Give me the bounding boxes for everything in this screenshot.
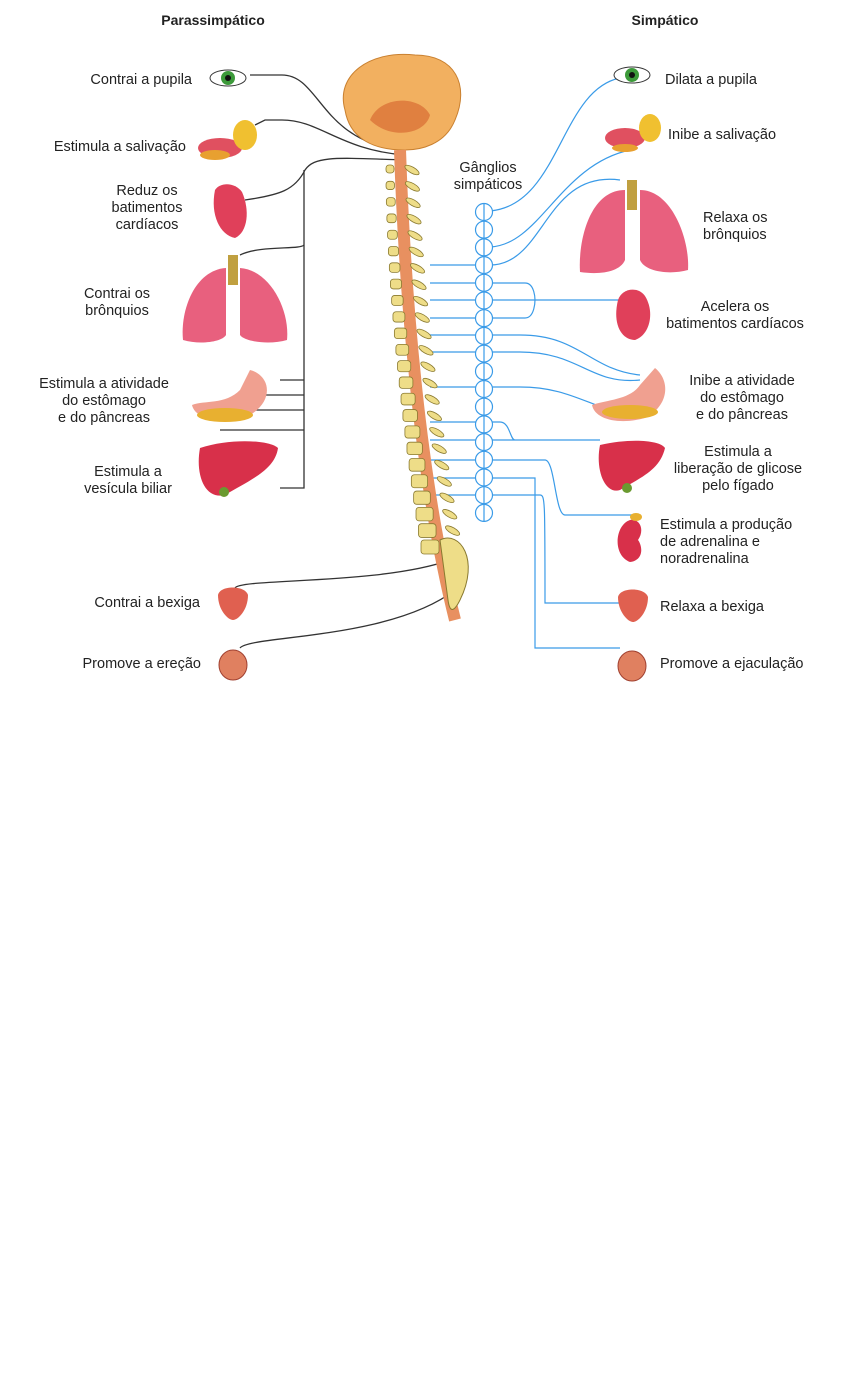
- vertebra: [385, 180, 395, 190]
- vertebral-process: [405, 197, 421, 208]
- vertebral-process: [407, 230, 423, 241]
- vertebral-process: [420, 361, 436, 372]
- vertebral-process: [411, 279, 427, 290]
- symp-label-bladder: Relaxa a bexiga: [660, 599, 764, 615]
- eye-icon-left: [209, 69, 247, 87]
- sympathetic-title: Simpático: [631, 12, 699, 28]
- symp-label-pupil: Dilata a pupila: [665, 72, 757, 88]
- sympathetic-ganglia-chain: [474, 202, 494, 523]
- vertebra: [398, 376, 414, 389]
- vertebra: [402, 409, 418, 422]
- vertebra: [393, 327, 408, 340]
- vertebra: [406, 441, 423, 456]
- vertebral-process: [410, 263, 426, 274]
- para-label-erection: Promove a ereção: [82, 656, 201, 672]
- vertebral-process: [404, 164, 420, 176]
- vertebra: [420, 539, 440, 555]
- vertebra: [391, 295, 404, 306]
- parasympathetic-nerves: [220, 74, 456, 649]
- vertebra: [385, 197, 396, 207]
- vertebral-process: [422, 377, 438, 389]
- vertebral-process: [404, 181, 420, 192]
- vertebral-process: [429, 427, 445, 438]
- heart-icon-left: [213, 184, 247, 238]
- vertebra: [400, 392, 416, 406]
- spinal-cord: [394, 149, 461, 622]
- heart-icon-right: [616, 289, 651, 340]
- para-label-pupil: Contrai a pupila: [90, 72, 192, 88]
- vertebra: [397, 360, 412, 373]
- salivary-glands-icon-left: [198, 120, 257, 160]
- vertebral-process: [439, 492, 455, 503]
- kidney-adrenal-icon-right: [617, 513, 642, 562]
- genitals-icon-right: [617, 650, 647, 682]
- vertebral-process: [426, 410, 442, 422]
- sacrum: [439, 537, 469, 610]
- vertebra: [410, 474, 428, 489]
- symp-label-salivation: Inibe a salivação: [668, 127, 777, 143]
- vertebra: [388, 262, 401, 273]
- bladder-icon-right: [618, 589, 648, 622]
- vertebral-process: [418, 345, 434, 356]
- vertebra: [395, 343, 410, 356]
- vertebral-process: [413, 295, 429, 307]
- vertebral-process: [436, 476, 452, 487]
- vertebra: [408, 458, 426, 472]
- stomach-pancreas-icon-left: [192, 370, 267, 422]
- brain: [342, 53, 462, 151]
- vertebra: [404, 425, 421, 439]
- vertebral-process: [431, 443, 447, 454]
- vertebra: [386, 213, 397, 224]
- vertebra: [387, 229, 398, 240]
- diagram-artwork: [182, 53, 689, 682]
- vertebra: [413, 490, 431, 505]
- genitals-icon-left: [218, 649, 248, 681]
- vertebral-column: [385, 164, 463, 555]
- vertebra: [415, 506, 434, 522]
- vertebral-process: [442, 509, 458, 520]
- vertebral-process: [406, 214, 422, 225]
- vertebral-process: [408, 246, 424, 258]
- liver-icon-left: [198, 441, 278, 497]
- lungs-icon-left: [182, 255, 288, 343]
- symp-label-ejaculation: Promove a ejaculação: [660, 656, 804, 672]
- vertebral-process: [424, 394, 440, 405]
- vertebral-process: [414, 312, 430, 323]
- sympathetic-nerves: [430, 77, 641, 649]
- salivary-glands-icon-right: [605, 114, 661, 152]
- bladder-icon-left: [218, 587, 248, 620]
- vertebra: [390, 278, 402, 290]
- vertebra: [385, 164, 395, 174]
- vertebral-process: [434, 459, 450, 471]
- stomach-pancreas-icon-right: [592, 368, 666, 422]
- vertebra: [418, 523, 437, 538]
- vertebral-process: [416, 328, 432, 340]
- liver-icon-right: [598, 440, 665, 493]
- para-label-bladder: Contrai a bexiga: [94, 595, 200, 611]
- vertebra: [387, 246, 399, 257]
- parasympathetic-title: Parassimpático: [161, 12, 265, 28]
- para-label-salivation: Estimula a salivação: [53, 139, 186, 155]
- lungs-icon-right: [579, 180, 689, 274]
- eye-icon-right: [613, 66, 651, 84]
- vertebral-process: [445, 525, 461, 536]
- vertebra: [392, 311, 406, 323]
